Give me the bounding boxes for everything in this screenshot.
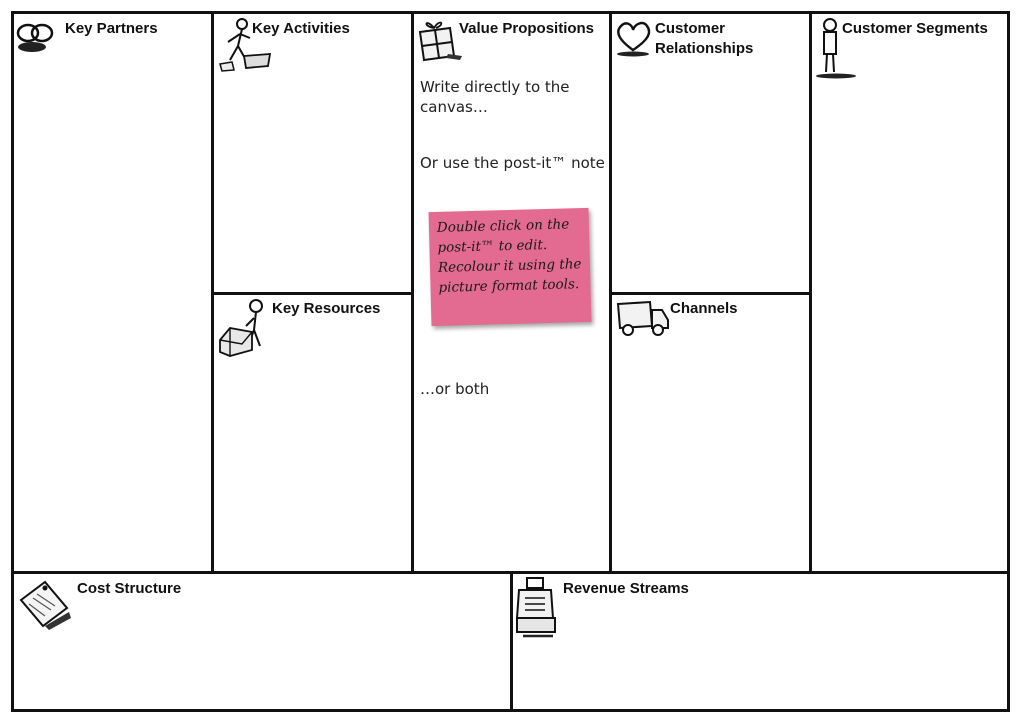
price-tag-icon	[19, 580, 71, 630]
key-activities-title: Key Activities	[252, 20, 350, 37]
post-it-note[interactable]: Double click on the post-it™ to edit. Re…	[428, 207, 592, 327]
key-partners-title: Key Partners	[65, 20, 158, 37]
key-resources-title: Key Resources	[272, 300, 381, 317]
value-text-line3: …or both	[420, 380, 490, 398]
cash-register-icon	[515, 577, 556, 638]
standing-person-icon	[816, 18, 856, 79]
channels-title: Channels	[670, 300, 738, 317]
revenue-streams-block[interactable]	[510, 571, 1010, 712]
customer-relationships-title: Customer Relationships	[655, 20, 754, 57]
value-text-line1: Write directly to the canvas…	[420, 78, 570, 116]
heart-icon	[617, 21, 651, 57]
customer-segments-title: Customer Segments	[842, 20, 988, 37]
person-with-box-icon	[219, 299, 263, 357]
value-propositions-title: Value Propositions	[459, 20, 595, 37]
linked-rings-icon	[16, 23, 54, 52]
cost-structure-block[interactable]	[11, 571, 513, 712]
key-partners-block[interactable]	[11, 11, 214, 574]
customer-segments-block[interactable]	[809, 11, 1010, 574]
gift-box-icon	[418, 21, 462, 62]
cost-structure-title: Cost Structure	[77, 580, 182, 597]
post-it-text[interactable]: Double click on the post-it™ to edit. Re…	[436, 216, 582, 296]
delivery-truck-icon	[616, 300, 669, 336]
revenue-streams-title: Revenue Streams	[563, 580, 689, 597]
worker-icon	[219, 18, 272, 72]
value-text-line2: Or use the post-it™ note	[420, 154, 605, 172]
channels-block[interactable]	[609, 292, 812, 574]
